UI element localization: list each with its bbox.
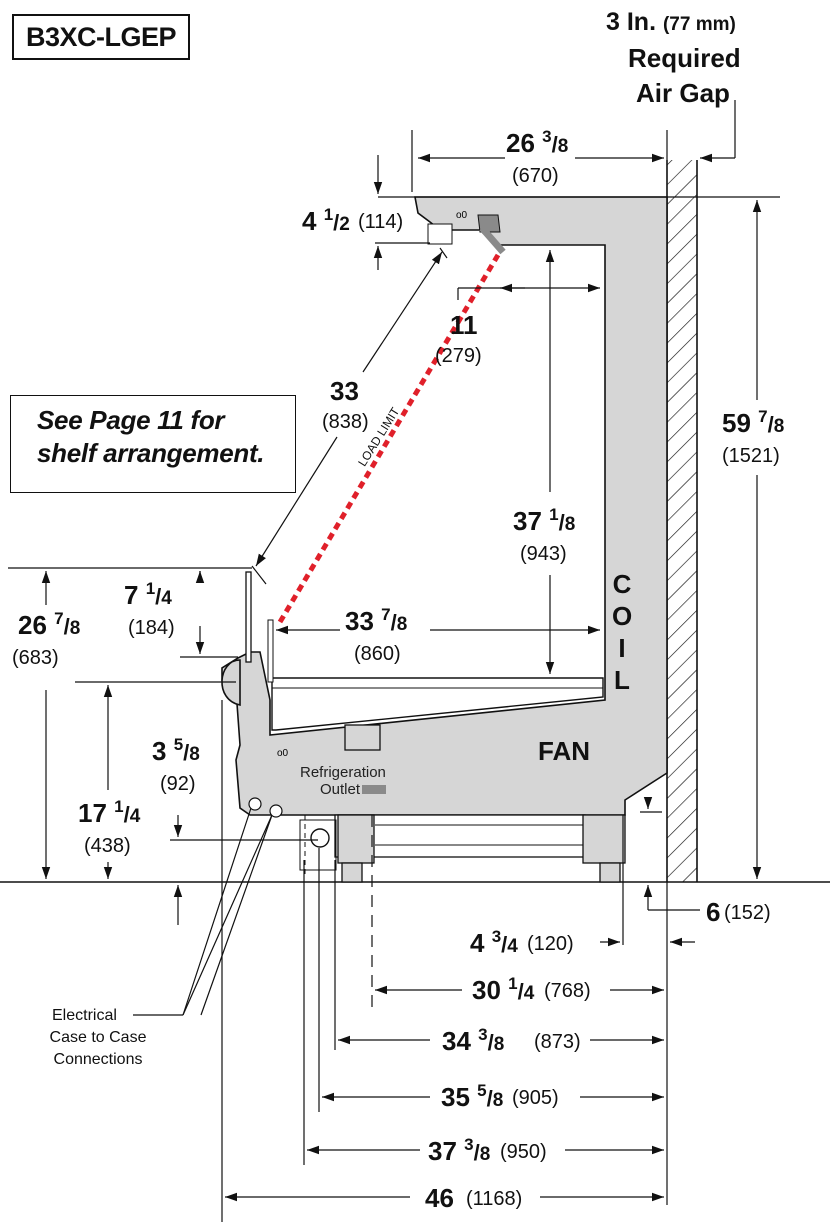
air-gap-value: 3 In. <box>606 8 657 36</box>
svg-text:o0: o0 <box>277 748 289 759</box>
dim-shelf-depth-mm: (860) <box>354 643 401 665</box>
dim-overall-height-mm: (1521) <box>722 445 780 467</box>
dim-overall-height: 59 7/8 <box>722 407 785 438</box>
electrical-label: Electrical Case to Case Connections <box>40 1005 156 1071</box>
dim-base-height: 17 1/4 <box>78 797 141 828</box>
air-gap-line-2: Required <box>628 43 741 73</box>
dim-glass: 7 1/4 <box>124 579 172 610</box>
bottom-deck <box>271 677 604 731</box>
note-box: See Page 11 for shelf arrangement. <box>10 395 296 493</box>
coil-label: C O I L <box>612 568 632 696</box>
note-line-2: shelf arrangement. <box>37 438 265 468</box>
dim-canopy: 4 1/2 <box>302 205 350 236</box>
dim-bumper: 3 5/8 <box>152 735 200 766</box>
electrical-line-3: Connections <box>53 1051 143 1068</box>
dim-front-height-mm: (683) <box>12 647 59 669</box>
air-gap-line-3: Air Gap <box>636 78 730 108</box>
connection-1 <box>248 797 262 811</box>
front-glass <box>245 571 252 663</box>
canopy-fitting <box>427 223 453 245</box>
coil-o: O <box>612 601 633 631</box>
dim-rear: 4 3/4 <box>470 927 518 958</box>
canopy-arm <box>479 225 506 255</box>
note-line-1: See Page 11 for <box>37 405 225 435</box>
dim-slant-mm: (838) <box>322 411 369 433</box>
dim-bumper-mm: (92) <box>160 773 196 795</box>
leg-rear <box>582 814 626 864</box>
dim-canopy-mm: (114) <box>358 211 404 233</box>
dim-refrig: 30 1/4 <box>472 974 535 1005</box>
electrical-line-1: Electrical <box>52 1007 117 1024</box>
electrical-line-2: Case to Case <box>49 1029 147 1046</box>
wall-hatch <box>667 160 697 882</box>
coil-l: L <box>614 665 630 695</box>
dim-shelf-depth: 33 7/8 <box>345 605 408 636</box>
model-label: B3XC-LGEP <box>12 14 191 60</box>
dim-interior-height-mm: (943) <box>520 543 567 565</box>
base-rail <box>334 814 586 858</box>
dim-overall-depth: 46 <box>425 1183 454 1213</box>
dim-base-height-mm: (438) <box>84 835 131 857</box>
dim-37: 37 3/8 <box>428 1135 491 1166</box>
dim-light: 11 <box>450 310 478 340</box>
coil-i: I <box>618 633 626 663</box>
dim-top-depth-mm: (670) <box>512 165 559 187</box>
dim-37-mm: (950) <box>500 1141 547 1163</box>
note-text: See Page 11 for shelf arrangement. <box>37 404 265 470</box>
dim-glass-mm: (184) <box>128 617 175 639</box>
dim-refrig-mm: (768) <box>544 980 591 1002</box>
air-gap-mm: (77 mm) <box>662 14 736 35</box>
air-gap-line-1: 3 In. (77 mm) <box>606 10 736 35</box>
dim-overall-depth-mm: (1168) <box>466 1188 523 1210</box>
dim-34-mm: (873) <box>534 1031 581 1053</box>
dim-slant: 33 <box>330 376 359 406</box>
svg-text:o0: o0 <box>456 210 468 221</box>
dim-light-mm: (279) <box>435 345 482 367</box>
dim-35: 35 5/8 <box>441 1081 504 1112</box>
dim-34: 34 3/8 <box>442 1025 505 1056</box>
connection-2 <box>269 804 283 818</box>
drain <box>344 724 381 751</box>
drain-pipe <box>310 828 330 848</box>
fan-label: FAN <box>538 736 590 766</box>
dim-front-height: 26 7/8 <box>18 609 81 640</box>
refrigeration-outlet <box>362 785 386 794</box>
dim-leg-mm: (152) <box>724 902 771 924</box>
dim-leg: 6 <box>706 897 721 927</box>
refrigeration-label-1: Refrigeration <box>300 764 386 781</box>
leg-front <box>337 814 375 864</box>
coil-c: C <box>612 569 632 599</box>
dim-top-depth: 26 3/8 <box>506 127 569 158</box>
dim-35-mm: (905) <box>512 1087 559 1109</box>
deck-front-post <box>267 619 274 683</box>
refrigeration-label-2: Outlet <box>320 781 361 798</box>
dim-rear-mm: (120) <box>527 933 574 955</box>
dim-interior-height: 37 1/8 <box>513 505 576 536</box>
